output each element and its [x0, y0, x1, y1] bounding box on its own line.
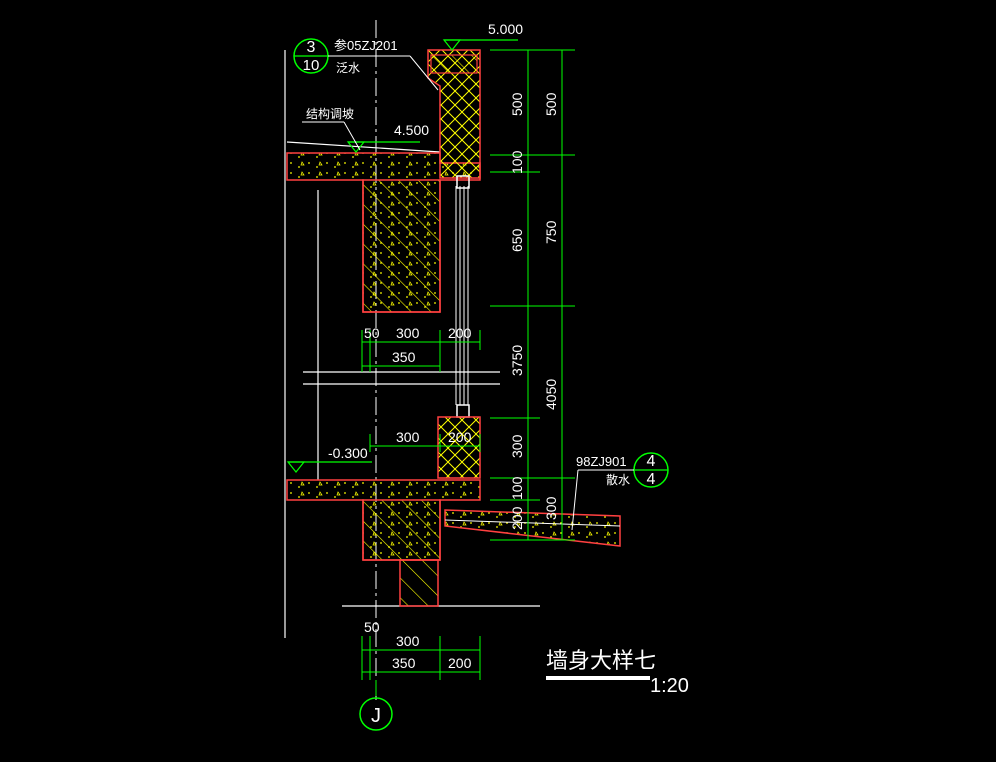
dim-inner-3: 650 — [509, 228, 525, 252]
window — [455, 175, 470, 418]
dimension-lines-bottom — [361, 636, 481, 696]
dim-outer-1: 500 — [543, 92, 559, 116]
dim-mid-200: 200 — [448, 325, 472, 341]
detail-ref-bottom — [571, 452, 669, 531]
parapet-cap — [430, 54, 478, 74]
dim-outer-4: 300 — [543, 496, 559, 520]
sill-wall — [437, 416, 481, 479]
ref-top-sub: 泛水 — [336, 61, 360, 75]
apron — [444, 509, 621, 547]
detail-bottom-num: 4 — [647, 453, 656, 470]
ref-top-note: 参05ZJ201 — [334, 38, 398, 53]
ref-bottom-sub: 散水 — [606, 472, 630, 487]
dim-inner-6: 100 — [509, 476, 525, 500]
dim-outer-2: 750 — [543, 220, 559, 244]
dim-outer-3: 4050 — [543, 379, 559, 410]
detail-top-num: 3 — [307, 39, 316, 56]
dim-bot-300: 300 — [396, 633, 420, 649]
footing — [399, 559, 439, 607]
elevation-roof: 4.500 — [394, 122, 429, 138]
elevation-ground: -0.300 — [328, 445, 368, 461]
dimension-lines-right — [490, 49, 575, 541]
dim-mid-350: 350 — [392, 349, 416, 365]
title-underline — [546, 676, 650, 680]
axis-bubble — [359, 697, 393, 731]
ref-bottom-note: 98ZJ901 — [576, 454, 627, 469]
dim-bot-200: 200 — [448, 655, 472, 671]
dim-bot-350: 350 — [392, 655, 416, 671]
ground-beam — [362, 499, 441, 561]
dim-mid-300: 300 — [396, 325, 420, 341]
detail-bottom-den: 4 — [647, 471, 656, 488]
dim-mid2-200: 200 — [448, 429, 472, 445]
roof-beam-hatch — [362, 179, 441, 313]
dimension-lines-mid — [361, 330, 481, 452]
dim-inner-4: 3750 — [509, 345, 525, 376]
slope-note: 结构调坡 — [306, 106, 354, 121]
dim-inner-1: 500 — [509, 92, 525, 116]
interior-lines — [284, 50, 540, 638]
dim-inner-7: 200 — [509, 506, 525, 530]
dim-inner-5: 300 — [509, 434, 525, 458]
detail-ref-top — [293, 38, 439, 91]
detail-top-den: 10 — [303, 57, 320, 74]
dim-mid-50: 50 — [364, 325, 380, 341]
drawing-title: 墙身大样七 — [546, 649, 656, 674]
elevation-top: 5.000 — [488, 21, 523, 37]
dim-inner-2: 100 — [509, 150, 525, 174]
dim-mid2-300: 300 — [396, 429, 420, 445]
drawing-scale: 1:20 — [650, 675, 689, 697]
axis-label: J — [371, 705, 381, 727]
dim-bot-50: 50 — [364, 619, 380, 635]
